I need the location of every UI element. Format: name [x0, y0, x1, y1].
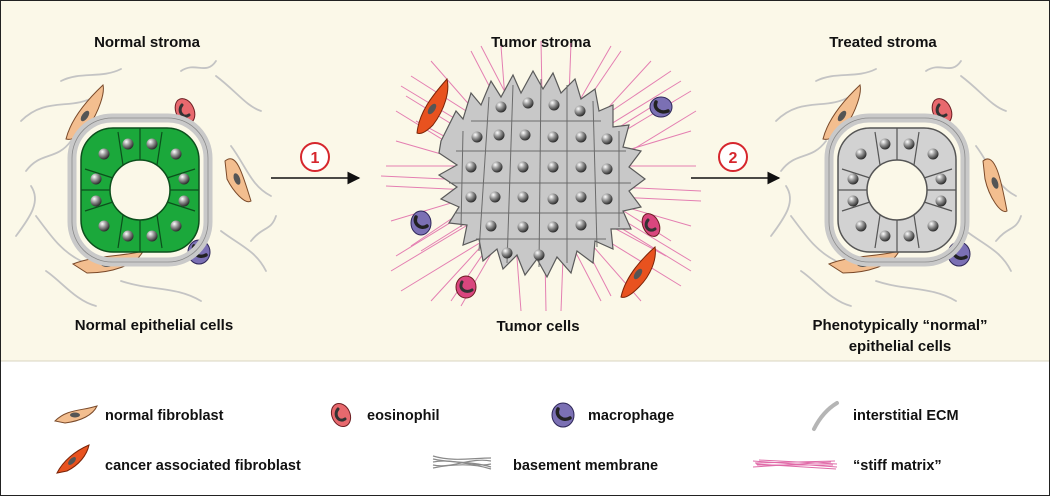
cancer-associated-fibroblast [416, 77, 449, 134]
cancer-associated-fibroblast [620, 246, 656, 298]
normal-epithelial-cells-caption: Normal epithelial cells [75, 317, 233, 334]
macrophage [410, 210, 432, 236]
treated-stroma-panel: Treated stroma [770, 34, 1022, 355]
interstitial-ecm-swatch [812, 401, 839, 431]
legend-item-normal-fibroblast: normal fibroblast [53, 405, 224, 424]
basement-membrane [824, 113, 970, 267]
epithelial-nuclei [90, 138, 190, 242]
tumor-cell-mass [437, 69, 646, 279]
tumor-nuclei [465, 97, 613, 261]
eosinophil-swatch [330, 402, 352, 428]
normal-stroma-title: Normal stroma [94, 34, 201, 51]
legend-item-stiff-matrix: “stiff matrix” [752, 458, 942, 474]
normal-stroma-panel: Normal stroma [15, 34, 277, 334]
legend: normal fibroblast eosinophil macrophage … [53, 401, 959, 474]
interstitial-ecm-fibers [15, 60, 277, 307]
legend-item-interstitial-ecm: interstitial ECM [812, 401, 959, 431]
epithelial-nuclei [847, 138, 947, 242]
normal-fibroblast [982, 158, 1008, 213]
legend-item-eosinophil: eosinophil [330, 402, 440, 428]
stiff-matrix-swatch [752, 459, 838, 470]
legend-label-normal-fibroblast: normal fibroblast [105, 408, 224, 424]
tumor-stroma-panel: Tumor stroma [380, 34, 702, 335]
macrophage [649, 96, 673, 118]
normal-epithelial-acinus [80, 127, 200, 253]
legend-item-cancer-associated-fibroblast: cancer associated fibroblast [56, 444, 301, 474]
legend-label-macrophage: macrophage [588, 408, 674, 424]
treated-caption-line-1: Phenotypically “normal” [812, 317, 987, 334]
tumor-cells-caption: Tumor cells [496, 318, 579, 335]
normal-fibroblast [224, 158, 252, 203]
step-2-arrow: 2 [691, 142, 781, 185]
legend-label-interstitial-ecm: interstitial ECM [853, 408, 959, 424]
legend-item-macrophage: macrophage [551, 402, 674, 428]
legend-item-basement-membrane: basement membrane [432, 455, 658, 474]
step-1-number: 1 [311, 150, 320, 167]
step-1-arrow: 1 [271, 142, 361, 185]
step-2-number: 2 [729, 150, 738, 167]
legend-label-stiff-matrix: “stiff matrix” [853, 458, 942, 474]
eosinophil [641, 213, 661, 237]
basement-membrane [67, 113, 213, 267]
treated-epithelial-acinus [837, 127, 957, 253]
treated-caption-line-2: epithelial cells [849, 338, 952, 355]
legend-label-basement-membrane: basement membrane [513, 458, 658, 474]
treated-stroma-title: Treated stroma [829, 34, 937, 51]
legend-label-eosinophil: eosinophil [367, 408, 440, 424]
macrophage-swatch [551, 402, 575, 428]
eosinophil [455, 275, 477, 299]
legend-label-cancer-associated-fibroblast: cancer associated fibroblast [105, 458, 301, 474]
basement-membrane-swatch [432, 455, 492, 470]
